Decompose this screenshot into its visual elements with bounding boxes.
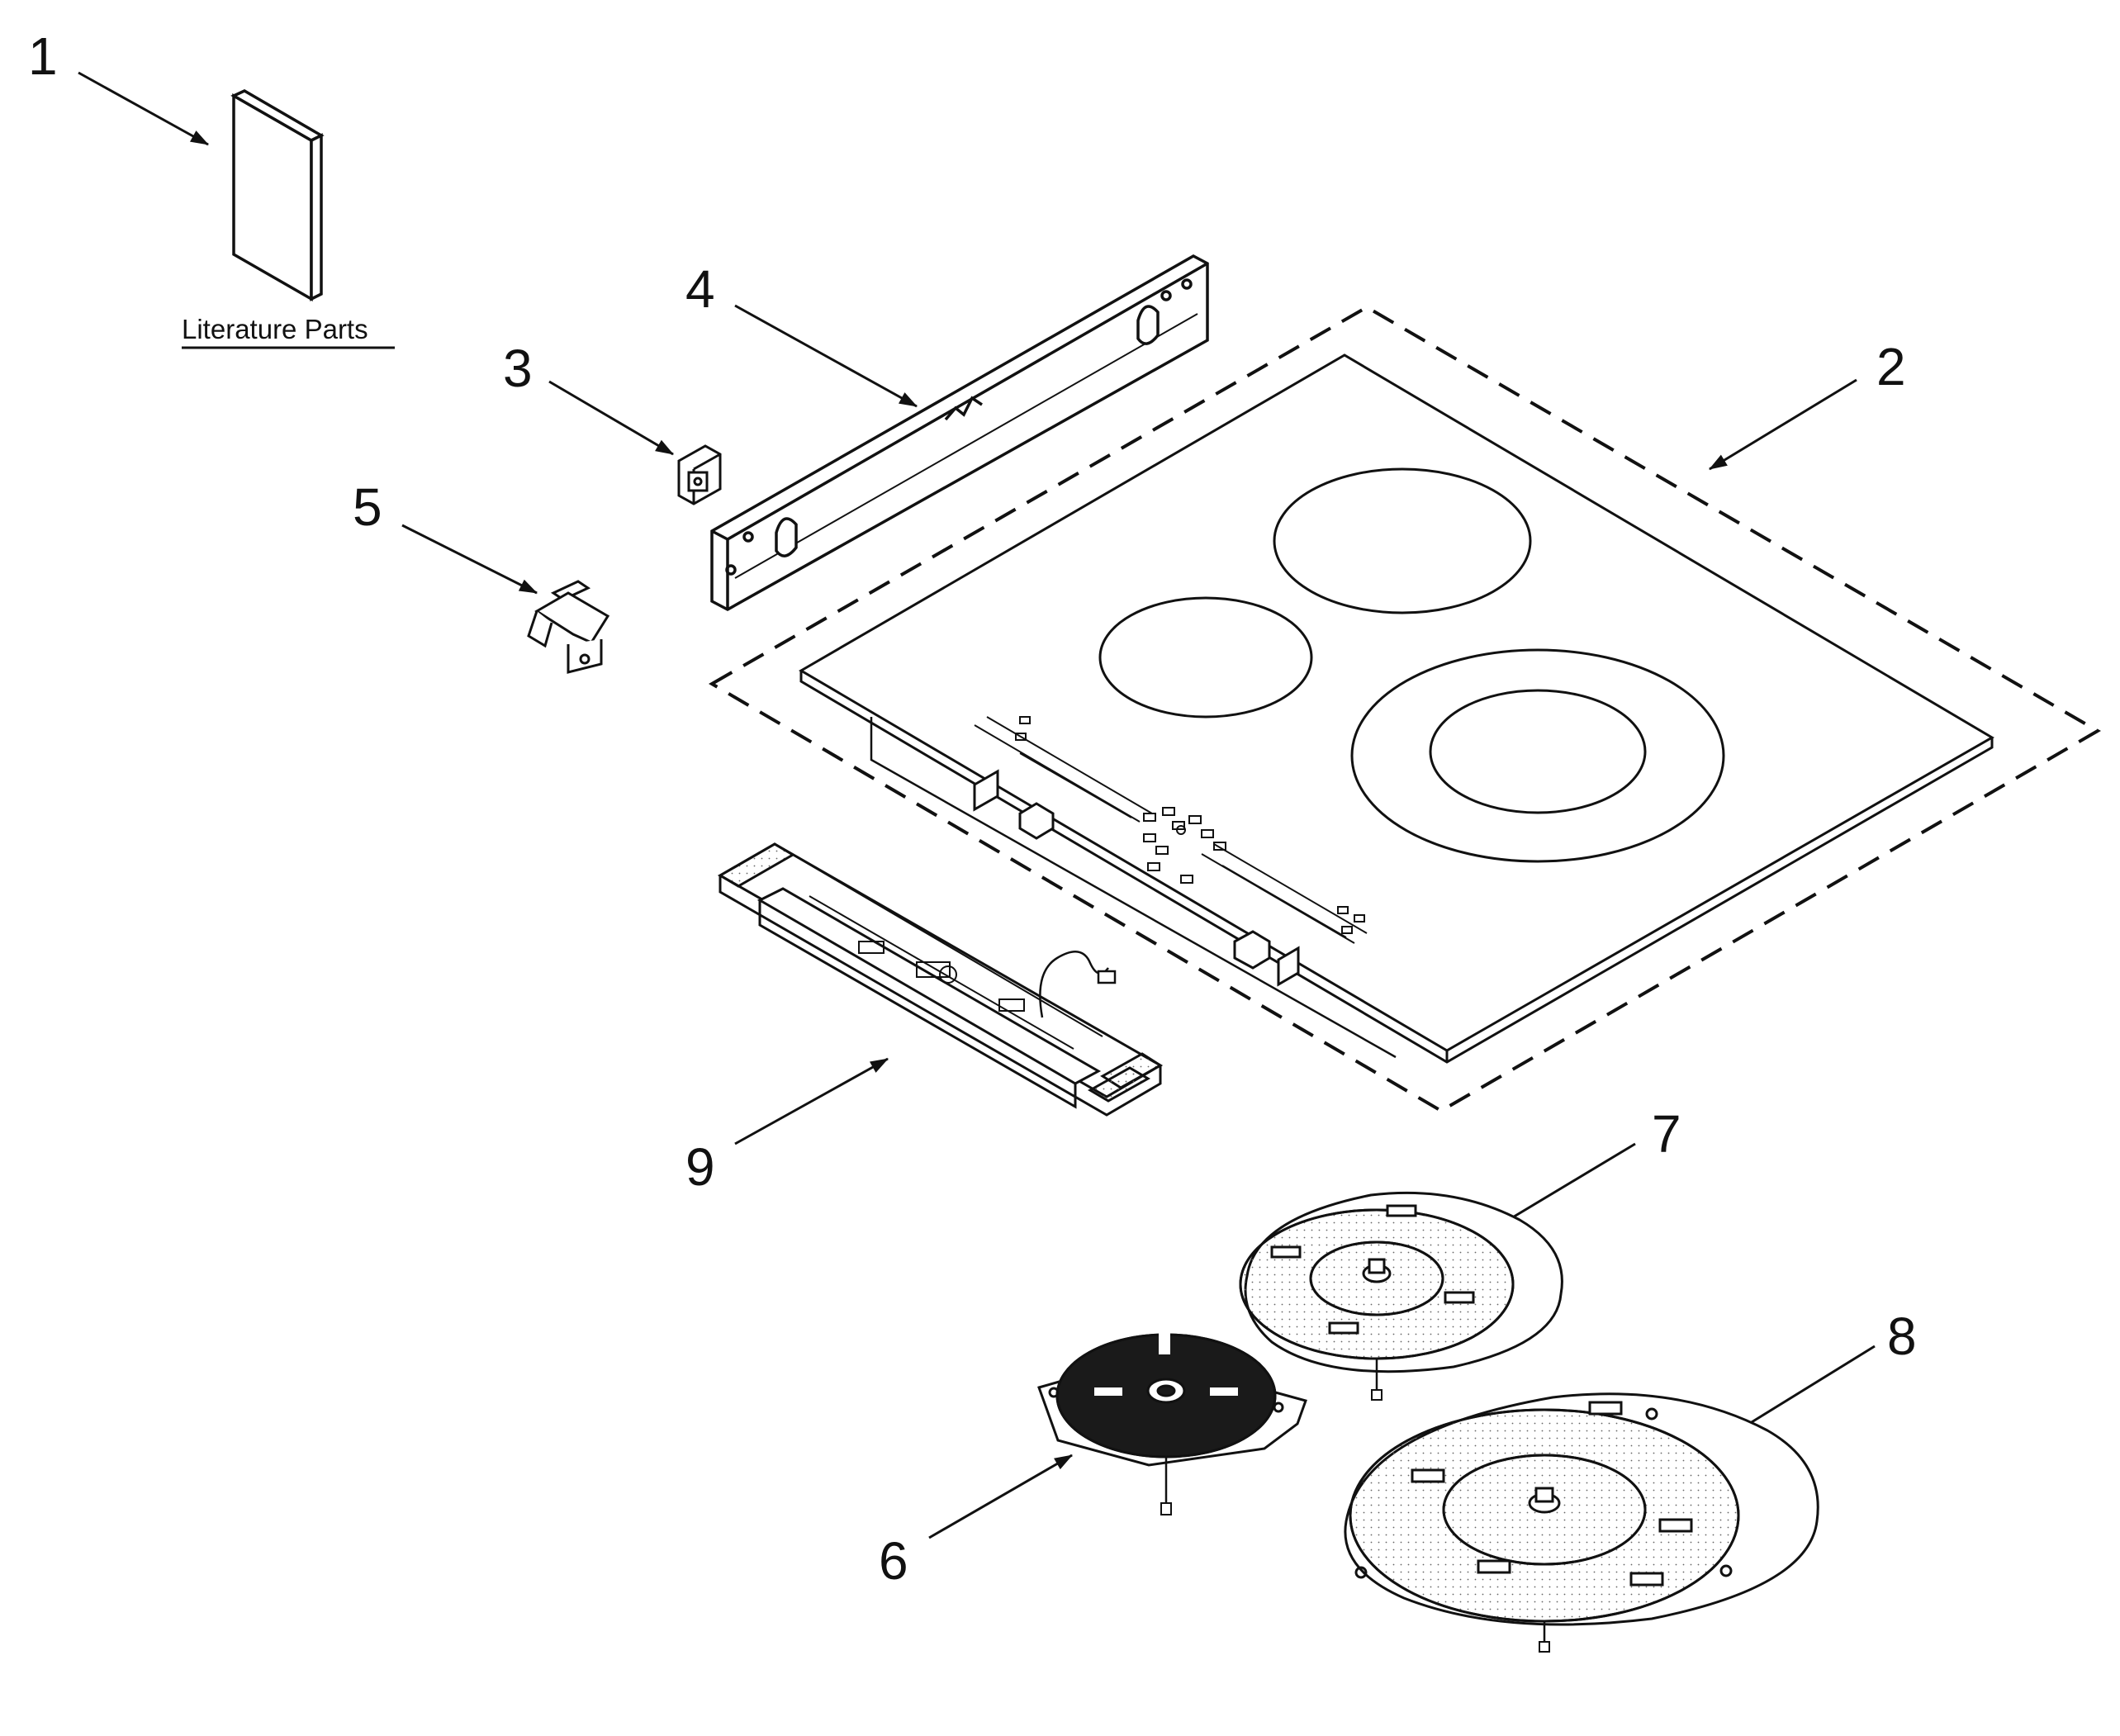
small-clip — [677, 444, 722, 505]
callout-1: 1 — [28, 26, 58, 86]
burner-ring-large-inner — [1429, 689, 1647, 814]
arrow-9 — [734, 1057, 889, 1145]
callout-2: 2 — [1876, 337, 1906, 396]
callout-4: 4 — [685, 259, 715, 319]
leader-arrows — [78, 71, 1876, 1539]
glass-clip-right — [1233, 930, 1271, 970]
arrow-3 — [548, 380, 674, 456]
callout-8: 8 — [1887, 1307, 1917, 1366]
arrow-2 — [1709, 378, 1857, 471]
induction-coil-medium — [1239, 1191, 1563, 1401]
glass-clip-left — [973, 769, 999, 812]
arrow-6 — [928, 1454, 1073, 1539]
literature-parts-label: Literature Parts — [182, 314, 368, 344]
burner-ring-rear — [1273, 467, 1532, 614]
cooktop-assembly-boundary — [709, 305, 2101, 1113]
callout-9: 9 — [685, 1137, 715, 1197]
cooktop-glass — [799, 353, 1994, 1064]
touch-control-markings — [974, 716, 1368, 944]
arrow-8 — [1729, 1345, 1876, 1437]
control-board-module — [717, 842, 1163, 1117]
induction-coil-small — [1037, 1330, 1307, 1515]
arrow-4 — [734, 304, 918, 408]
callout-6: 6 — [879, 1531, 908, 1591]
literature-booklet — [230, 89, 325, 302]
callout-3: 3 — [503, 339, 533, 398]
arrow-1 — [78, 71, 209, 146]
callout-7: 7 — [1652, 1104, 1681, 1164]
callout-5: 5 — [353, 477, 382, 537]
glass-clip-mid — [1018, 802, 1055, 840]
burner-ring-left — [1098, 596, 1313, 719]
bracket-clip — [527, 580, 610, 674]
glass-clip-far — [1277, 946, 1300, 987]
burner-ring-large-outer — [1350, 648, 1725, 863]
induction-coil-large — [1344, 1392, 1819, 1653]
control-board-connector — [1097, 970, 1117, 984]
mounting-bracket — [710, 254, 1209, 611]
arrow-5 — [401, 524, 538, 595]
